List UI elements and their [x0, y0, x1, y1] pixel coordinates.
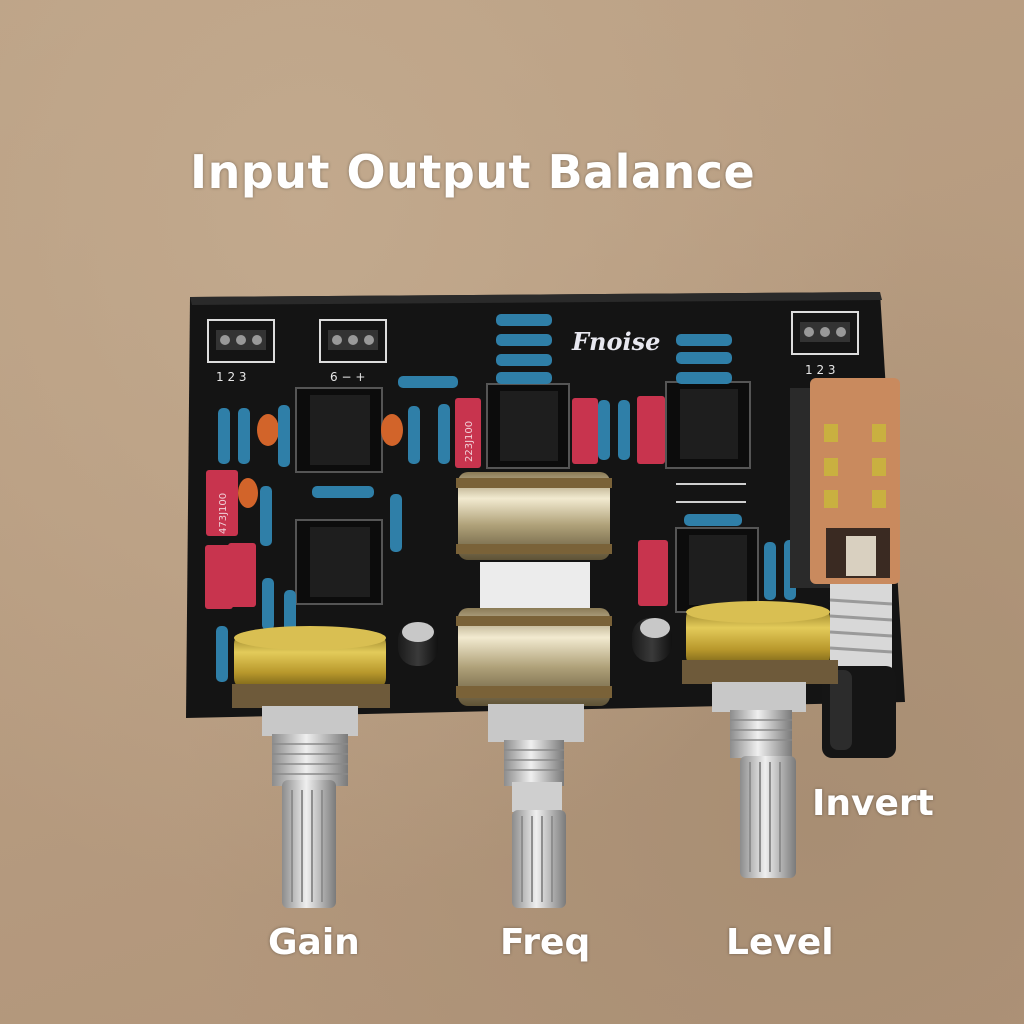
film-capacitor-7: [638, 540, 668, 606]
connector-right: [791, 311, 859, 355]
silkscreen-lines: [676, 483, 746, 503]
film-capacitor-3: [228, 543, 256, 607]
film-capacitor-1: 473J100: [206, 470, 238, 536]
resistors-vertical: [216, 400, 796, 682]
connector-left: [207, 319, 275, 363]
connector-left-pin-label: 1 2 3: [216, 370, 247, 384]
ceramic-capacitor-1: [257, 414, 279, 446]
ceramic-capacitor-3: [238, 478, 258, 508]
brand-silkscreen: Fnoise: [571, 327, 660, 356]
gain-potentiometer: [232, 626, 390, 908]
gain-label: Gain: [268, 922, 360, 963]
connector-mid: [319, 319, 387, 363]
electrolytic-capacitor-2: [632, 618, 672, 662]
ic-chip-2: [295, 519, 383, 605]
ceramic-capacitor-2: [381, 414, 403, 446]
resistors-horizontal: [312, 314, 742, 526]
connector-right-pin-label: 1 2 3: [805, 363, 836, 377]
freq-label: Freq: [500, 922, 591, 963]
film-capacitor-5: [572, 398, 598, 464]
film-capacitor-4-code: 223J100: [464, 421, 475, 462]
ic-chip-4: [665, 381, 751, 469]
film-capacitor-4: 223J100: [455, 398, 481, 468]
ic-chip-1: [295, 387, 383, 473]
freq-dual-potentiometer: [456, 472, 612, 908]
film-capacitor-1-code: 473J100: [218, 493, 229, 534]
invert-slide-switch: [790, 378, 900, 758]
invert-label: Invert: [812, 783, 934, 824]
film-capacitor-2: [205, 545, 233, 609]
ic-chip-5: [675, 527, 759, 613]
ic-chip-3: [486, 383, 570, 469]
film-capacitor-6: [637, 396, 665, 464]
level-potentiometer: [682, 601, 838, 878]
electrolytic-capacitor-1: [398, 622, 438, 666]
level-label: Level: [726, 922, 834, 963]
connector-mid-pin-label: 6 − +: [330, 370, 365, 384]
image-title: Input Output Balance: [190, 145, 756, 199]
